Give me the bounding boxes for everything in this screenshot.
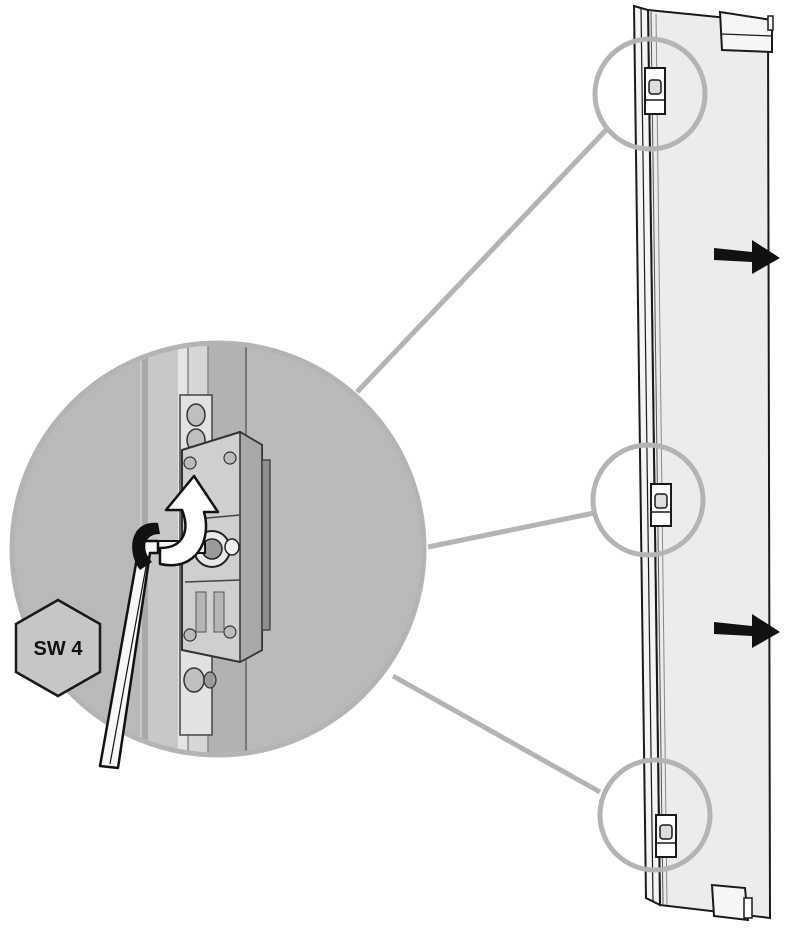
callout-ring-bottom <box>597 757 713 873</box>
hinge-middle <box>650 483 672 527</box>
detail-magnifier <box>9 340 427 758</box>
callout-ring-top <box>592 36 708 152</box>
allen-key <box>98 539 160 770</box>
right-arrow-icon <box>714 240 780 274</box>
callout-ring-middle <box>590 442 706 558</box>
right-arrow-icon <box>714 614 780 648</box>
tool-size-label: SW 4 <box>34 638 84 660</box>
hinge-bottom <box>655 814 677 858</box>
hexagon-icon <box>14 598 102 698</box>
curved-arrow-icon <box>132 474 220 570</box>
door-panel <box>632 4 774 922</box>
hinge-top <box>644 67 666 115</box>
leader-lines <box>355 128 608 795</box>
